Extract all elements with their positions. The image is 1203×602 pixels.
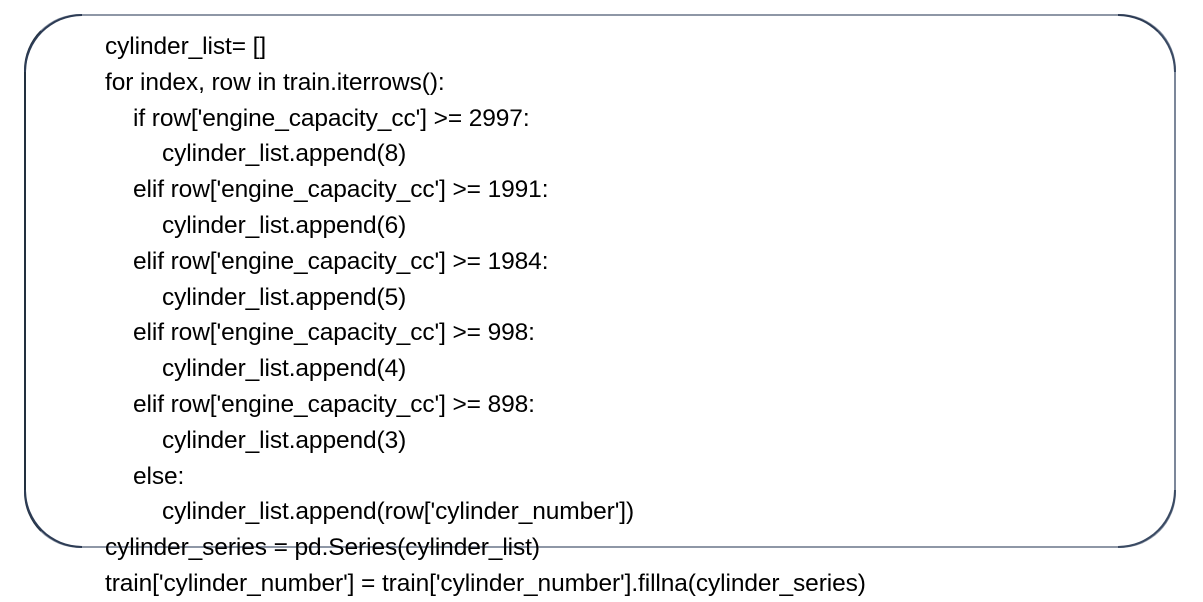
code-line: cylinder_list.append(6) <box>162 211 407 239</box>
code-line: cylinder_list.append(5) <box>162 283 407 311</box>
code-line: elif row['engine_capacity_cc'] >= 998: <box>133 319 535 347</box>
code-line: cylinder_list.append(8) <box>162 140 407 168</box>
card-corner-top-left <box>24 14 82 72</box>
code-line: if row['engine_capacity_cc'] >= 2997: <box>133 104 530 132</box>
code-line: train['cylinder_number'] = train['cylind… <box>105 569 866 597</box>
code-line: cylinder_list= [] <box>105 33 267 60</box>
code-line: for index, row in train.iterrows(): <box>105 68 445 96</box>
code-line: elif row['engine_capacity_cc'] >= 1991: <box>133 176 549 204</box>
code-line: elif row['engine_capacity_cc'] >= 1984: <box>133 247 549 275</box>
code-line: cylinder_list.append(3) <box>162 426 407 454</box>
code-line: elif row['engine_capacity_cc'] >= 898: <box>133 390 535 418</box>
python-code-block: cylinder_list= [] for index, row in train… <box>105 29 1155 602</box>
screenshot-root: cylinder_list= [] for index, row in train… <box>24 14 1176 597</box>
code-line: else: <box>133 462 185 490</box>
code-line: cylinder_series = pd.Series(cylinder_lis… <box>105 534 540 562</box>
card-corner-bottom-left <box>24 490 82 548</box>
code-line: cylinder_list.append(4) <box>162 355 407 383</box>
code-snippet-card: cylinder_list= [] for index, row in train… <box>24 14 1176 597</box>
code-line: cylinder_list.append(row['cylinder_numbe… <box>162 498 635 526</box>
